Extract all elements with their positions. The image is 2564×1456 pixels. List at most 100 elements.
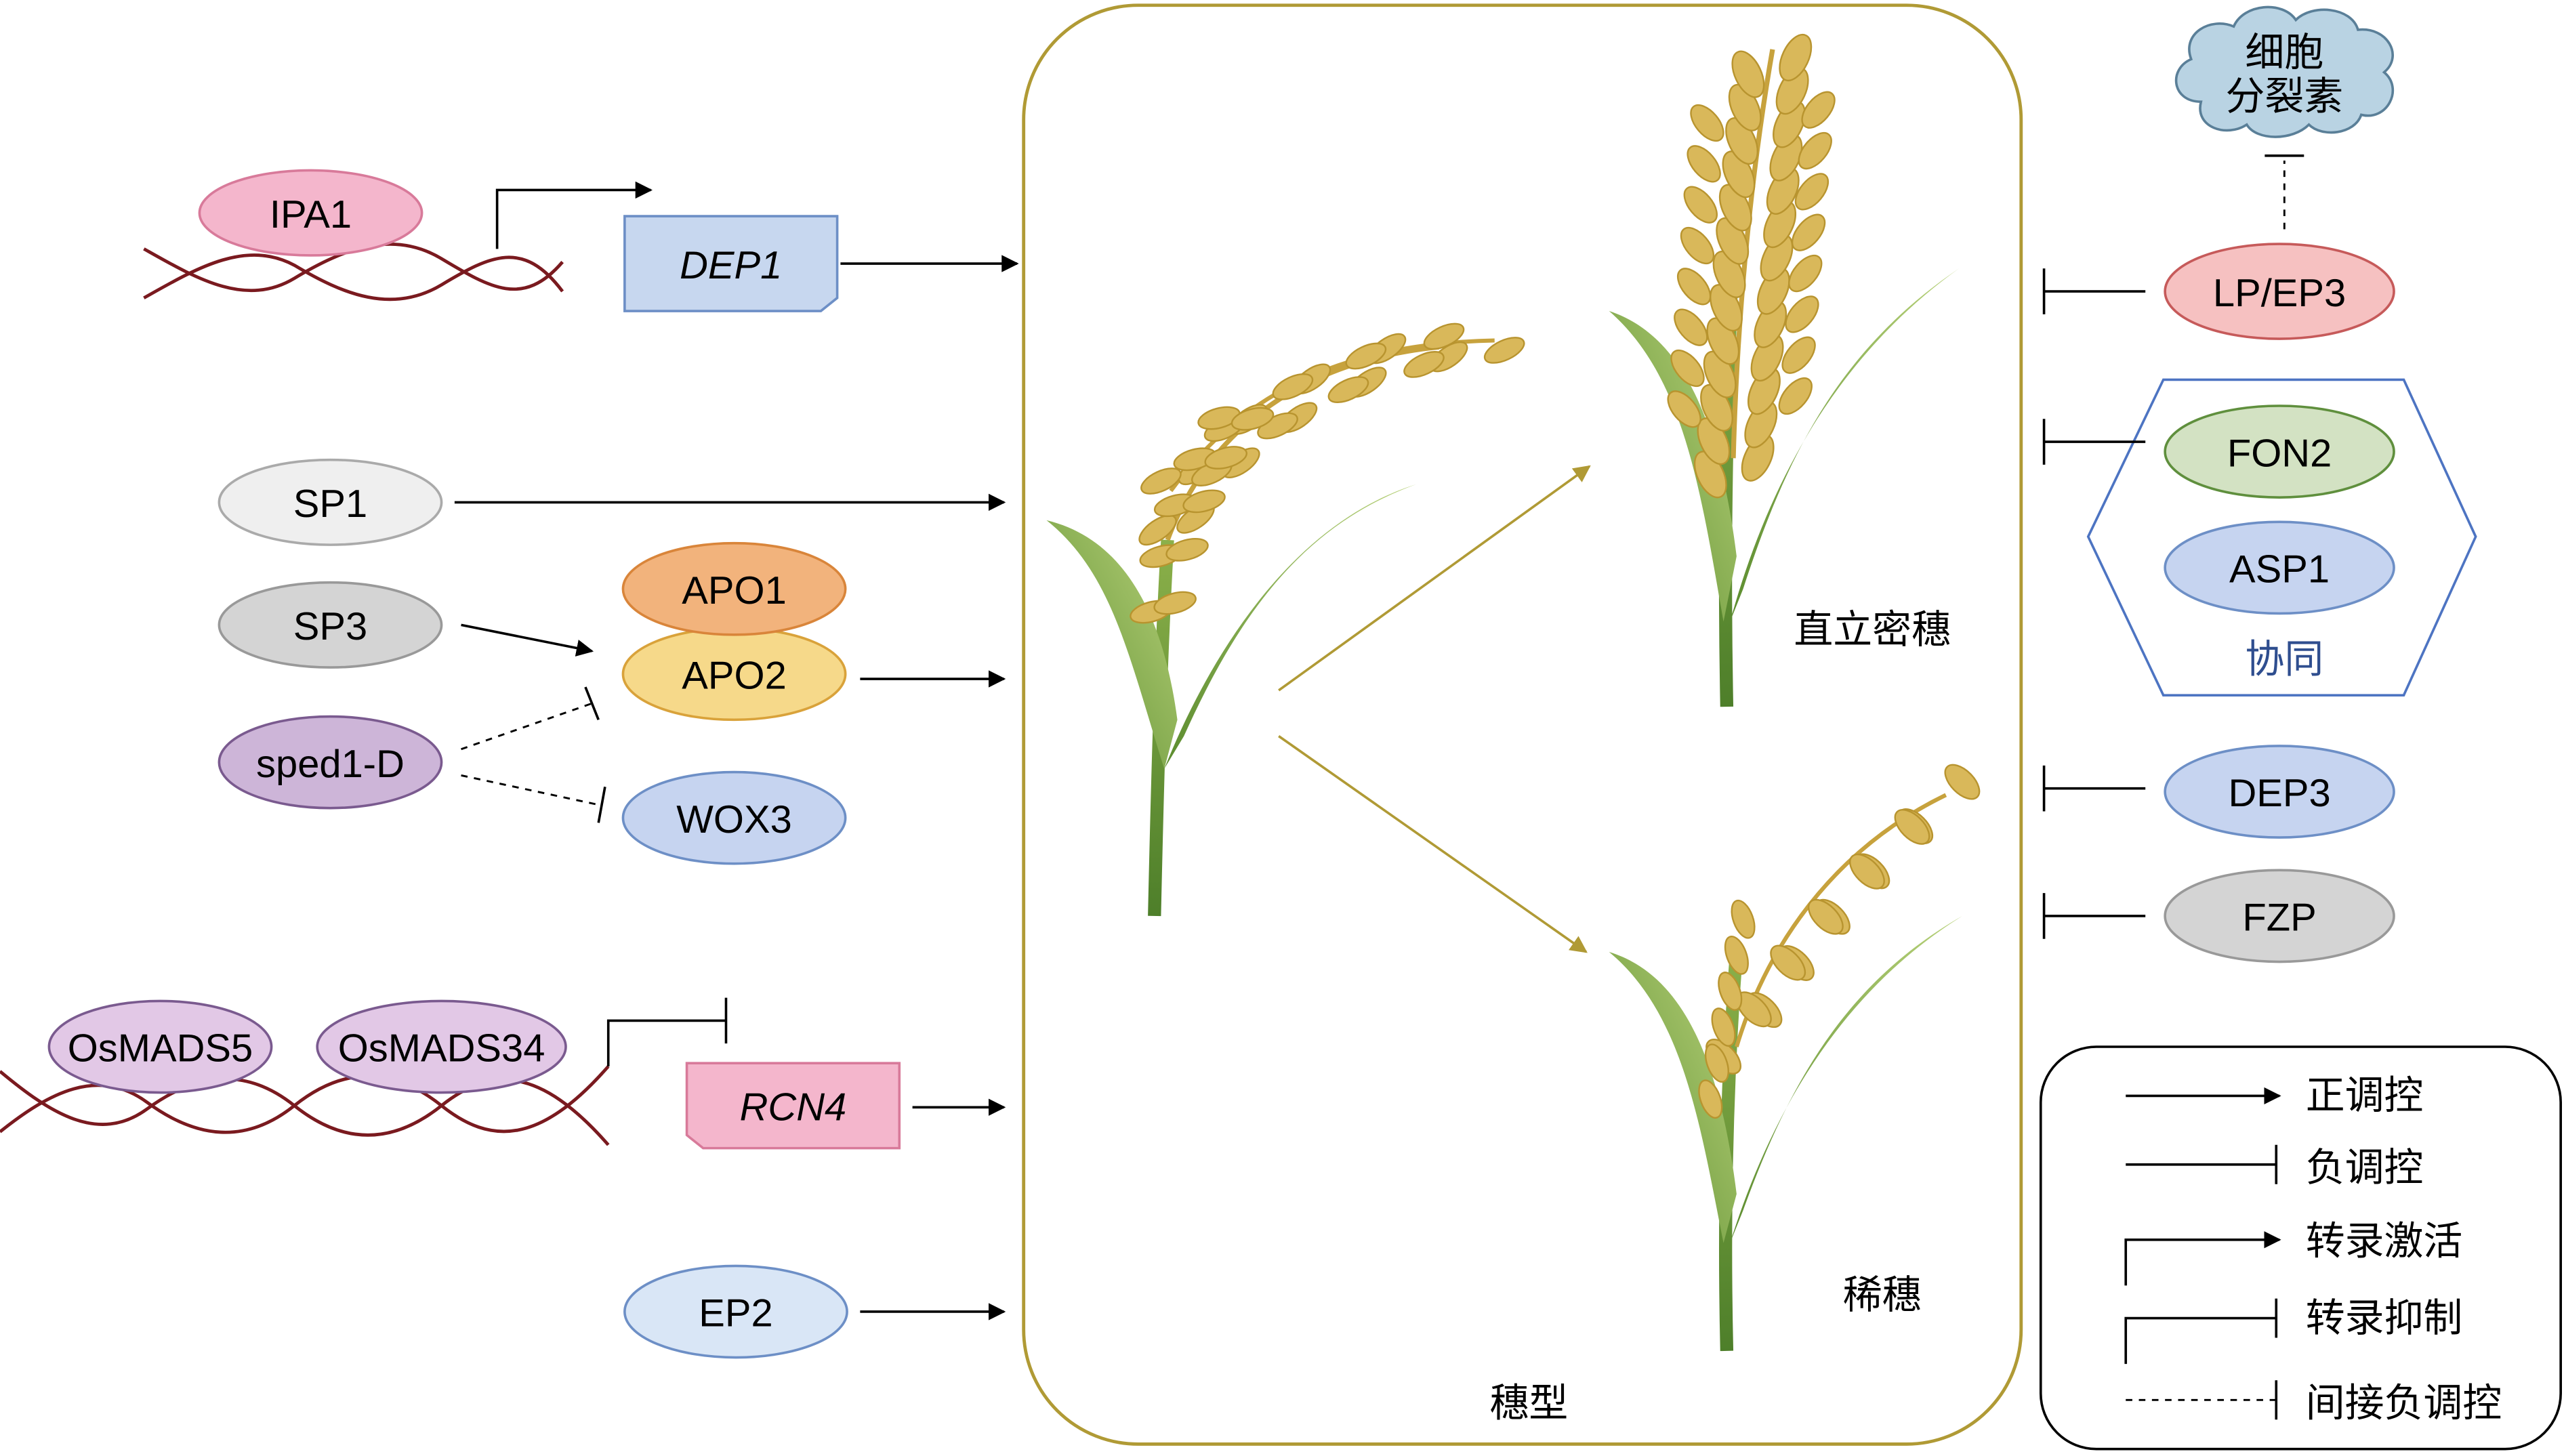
rice-grain	[1676, 268, 1712, 306]
sp1-label: SP1	[293, 482, 367, 526]
rice-grain	[1711, 1007, 1736, 1047]
legend-indirect-label: 间接负调控	[2306, 1379, 2502, 1426]
rice-grain	[1403, 351, 1445, 378]
legend-positive-label: 正调控	[2306, 1073, 2424, 1119]
to-erect-dense-arrow	[1278, 465, 1591, 692]
rice-grain	[1687, 145, 1721, 183]
fzp-inhibition	[2042, 893, 2146, 939]
rice-grain	[1140, 467, 1182, 495]
rice-grain	[1801, 91, 1836, 129]
erect-dense-label: 直立密穗	[1794, 606, 1951, 652]
dep3-node	[2164, 745, 2395, 839]
rice-grain	[1204, 446, 1247, 470]
rice-grain	[1944, 764, 1981, 800]
sp3-node	[218, 581, 443, 669]
rice-grain	[1667, 390, 1701, 428]
rice-grain	[1731, 50, 1765, 98]
rice-plant-sparse	[1609, 793, 1962, 1352]
legend-activation-label: 转录激活	[2306, 1218, 2463, 1264]
rice-grain	[1423, 323, 1465, 350]
fzp-node	[2164, 869, 2395, 963]
rice-grain	[1785, 295, 1819, 333]
rice-grain	[1680, 226, 1715, 265]
wox3-label: WOX3	[676, 798, 792, 841]
asp1-node	[2164, 520, 2395, 615]
rice-grain	[1704, 1043, 1729, 1083]
synergy-label: 协同	[2245, 636, 2323, 682]
rice-grain	[1779, 33, 1813, 81]
sparse-label: 稀穗	[1843, 1272, 1922, 1318]
apo1-node	[621, 541, 847, 636]
rice-grain	[1778, 377, 1813, 415]
legend-repression	[2124, 1298, 2278, 1365]
legend-activation	[2124, 1231, 2281, 1286]
sp3-to-apo-arrow	[461, 623, 594, 657]
dep1-gene-box	[623, 215, 839, 312]
sped1d-label: sped1-D	[256, 743, 405, 786]
sped1d-node	[218, 715, 443, 810]
to-sparse-arrow	[1278, 734, 1588, 953]
rice-grain	[1731, 899, 1756, 939]
cytokinin-label-line2: 分裂素	[2225, 73, 2343, 119]
rcn4-gene-box	[685, 1062, 901, 1150]
legend-repression-label: 转录抑制	[2306, 1295, 2463, 1341]
indirect-inhibition-cytokinin	[2265, 154, 2304, 230]
rice-grain	[1182, 489, 1226, 514]
rice-grain	[1327, 376, 1369, 403]
osmads34-label: OsMADS34	[338, 1027, 545, 1070]
rice-grain	[1153, 591, 1197, 615]
rice-grain	[1894, 809, 1930, 845]
rice-grain	[1197, 406, 1241, 430]
legend-box	[2039, 1045, 2562, 1451]
rice-grain	[1138, 514, 1177, 546]
lpep3-inhibition	[2042, 268, 2146, 314]
rice-grain	[1724, 935, 1749, 975]
lpep3-node	[2164, 243, 2395, 340]
rice-grain	[1781, 336, 1816, 374]
cytokinin-cloud	[2174, 5, 2395, 138]
ipa1-label: IPA1	[270, 193, 352, 236]
ipa1-node	[198, 169, 423, 257]
transcription-repression-symbol	[606, 997, 728, 1066]
rice-grain	[1698, 1079, 1723, 1119]
rice-grain	[1807, 898, 1844, 935]
rice-grain	[1794, 173, 1829, 211]
synergy-hexagon	[2086, 378, 2477, 696]
rice-grain	[1849, 853, 1885, 890]
rice-grain	[1483, 337, 1525, 364]
indirect-inhibition-apo2	[461, 686, 600, 751]
rice-grain	[1345, 342, 1387, 370]
cytokinin-label-line1: 细胞	[2245, 29, 2323, 75]
panicle-frame	[1022, 3, 2023, 1446]
panicle-type-label: 穗型	[1489, 1379, 1568, 1426]
rice-grain	[1718, 972, 1743, 1011]
osmads34-node	[316, 999, 567, 1094]
legend-indirect	[2126, 1380, 2278, 1420]
rice-grain	[1674, 308, 1708, 346]
rice-grain	[1272, 373, 1314, 400]
lpep3-label: LP/EP3	[2213, 272, 2346, 315]
rice-grain	[1798, 131, 1832, 170]
dep1-label: DEP1	[680, 244, 782, 287]
rice-grains-center	[1130, 323, 1525, 624]
rice-grain	[1670, 349, 1705, 388]
sp3-label: SP3	[293, 605, 367, 648]
legend-negative	[2126, 1144, 2278, 1184]
fon2-node	[2164, 404, 2395, 499]
rice-grains-erect	[1667, 33, 1836, 499]
rice-grain	[1791, 213, 1826, 251]
dep3-inhibition	[2042, 765, 2146, 812]
apo1-label: APO1	[682, 569, 787, 612]
wox3-node	[621, 770, 847, 865]
rice-grain	[1683, 186, 1718, 224]
transcription-activation-arrow	[495, 181, 653, 249]
apo2-label: APO2	[682, 654, 787, 697]
rice-grain	[1231, 407, 1275, 431]
legend-negative-label: 负调控	[2306, 1144, 2424, 1190]
rice-grains-sparse	[1698, 764, 1981, 1119]
rice-grain	[1770, 944, 1806, 981]
fzp-label: FZP	[2242, 896, 2316, 940]
asp1-label: ASP1	[2229, 548, 2330, 591]
